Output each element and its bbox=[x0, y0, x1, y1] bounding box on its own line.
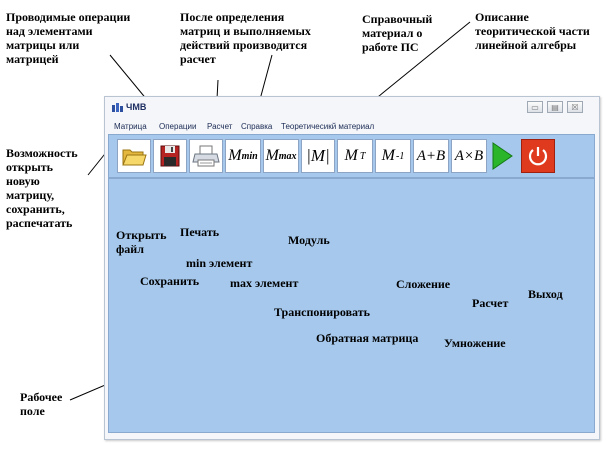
menu-bar: Матрица Операции Расчет Справка Теоретич… bbox=[105, 120, 599, 134]
menu-matrix[interactable]: Матрица bbox=[114, 122, 147, 131]
printer-icon bbox=[192, 145, 220, 167]
multiply-button[interactable]: A×B bbox=[451, 139, 487, 173]
exit-button[interactable] bbox=[521, 139, 555, 173]
annotation-file: Возможность открыть новую матрицу, сохра… bbox=[6, 146, 78, 230]
transpose-base: M bbox=[344, 147, 358, 164]
annotation-transpose: Транспонировать bbox=[274, 305, 370, 319]
modulus-label: |M| bbox=[306, 146, 330, 165]
annotation-multiply: Умножение bbox=[444, 336, 506, 350]
app-window: ЧМВ ▭ ▤ ☒ Матрица Операции Расчет Справк… bbox=[104, 96, 600, 440]
print-button[interactable] bbox=[189, 139, 223, 173]
annotation-print: Печать bbox=[180, 225, 220, 239]
mmax-sub: max bbox=[278, 150, 297, 162]
annotation-max: max элемент bbox=[230, 276, 299, 290]
annotation-modulus: Модуль bbox=[288, 233, 330, 247]
close-button[interactable]: ☒ bbox=[567, 101, 583, 113]
modulus-button[interactable]: |M| bbox=[301, 139, 335, 173]
maximize-button[interactable]: ▤ bbox=[547, 101, 563, 113]
transpose-sup: T bbox=[359, 150, 366, 162]
minimize-button[interactable]: ▭ bbox=[527, 101, 543, 113]
floppy-disk-icon bbox=[160, 145, 180, 167]
mmin-base: M bbox=[228, 147, 242, 164]
annotation-operations: Проводимые операции над элементами матри… bbox=[6, 10, 131, 66]
annotation-calc: После определения матриц и выполняемых д… bbox=[180, 10, 311, 66]
annotation-workarea: Рабочее поле bbox=[20, 390, 63, 418]
multiply-label: A×B bbox=[454, 147, 484, 164]
annotation-open: Открыть файл bbox=[116, 228, 167, 256]
play-icon bbox=[492, 142, 513, 170]
annotation-help: Справочный материал о работе ПС bbox=[362, 12, 433, 54]
mmin-sub: min bbox=[241, 150, 258, 162]
annotation-min: min элемент bbox=[186, 256, 253, 270]
add-button[interactable]: A+B bbox=[413, 139, 449, 173]
open-file-button[interactable] bbox=[117, 139, 151, 173]
annotation-save: Сохранить bbox=[140, 274, 200, 288]
menu-theory[interactable]: Теоретичесикй материал bbox=[281, 122, 375, 131]
menu-calc[interactable]: Расчет bbox=[207, 122, 233, 131]
inverse-button[interactable]: M-1 bbox=[375, 139, 411, 173]
save-button[interactable] bbox=[153, 139, 187, 173]
app-logo-icon bbox=[112, 103, 123, 112]
annotation-inverse: Обратная матрица bbox=[316, 331, 419, 345]
calculate-button[interactable] bbox=[489, 139, 515, 173]
annotation-add: Сложение bbox=[396, 277, 451, 291]
folder-icon bbox=[122, 149, 147, 166]
power-icon bbox=[528, 147, 548, 166]
mmax-base: M bbox=[265, 147, 279, 164]
annotation-calc-button: Расчет bbox=[472, 296, 509, 310]
window-title: ЧМВ bbox=[126, 102, 147, 112]
work-area[interactable] bbox=[108, 178, 595, 433]
title-bar: ЧМВ ▭ ▤ ☒ bbox=[105, 97, 599, 119]
menu-help[interactable]: Справка bbox=[241, 122, 273, 131]
add-label: A+B bbox=[416, 147, 446, 164]
annotation-exit: Выход bbox=[528, 287, 563, 301]
inverse-sup: -1 bbox=[395, 150, 405, 162]
inverse-base: M bbox=[381, 147, 395, 164]
menu-operations[interactable]: Операции bbox=[159, 122, 197, 131]
annotation-theory: Описание теоритической части линейной ал… bbox=[475, 10, 590, 52]
